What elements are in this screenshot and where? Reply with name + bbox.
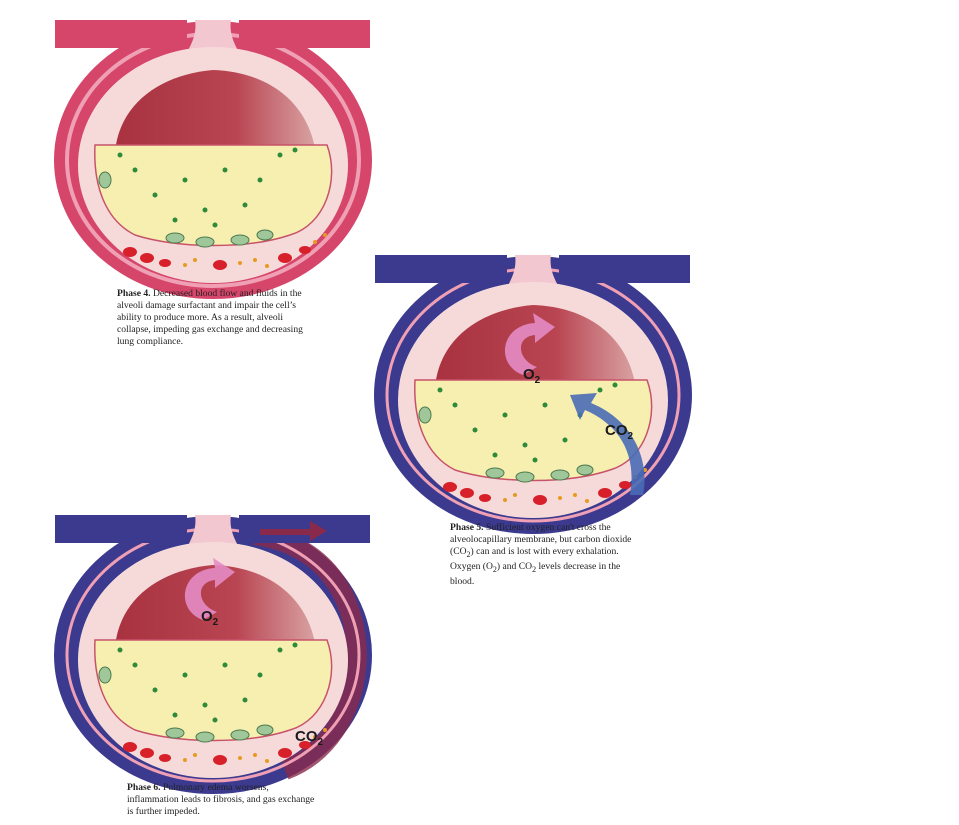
co2-arrow bbox=[570, 393, 645, 495]
phase-5-illustration: O2 CO2 bbox=[374, 255, 692, 534]
phase-4-title: Phase 4. bbox=[117, 288, 151, 299]
co2-label: CO2 bbox=[295, 728, 324, 748]
phase-5-text: Sufficient oxygen can't cross the alveol… bbox=[450, 522, 632, 587]
phase-6-title: Phase 6. bbox=[127, 782, 161, 793]
phase-6-text: Pulmonary edema worsens, inflammation le… bbox=[127, 782, 315, 817]
co2-label: CO2 bbox=[605, 422, 634, 442]
o2-arrow bbox=[504, 313, 555, 375]
phase-5-caption: Phase 5. Sufficient oxygen can't cross t… bbox=[450, 522, 640, 588]
phase-6-illustration: O2 CO2 bbox=[54, 515, 372, 794]
o2-arrow bbox=[184, 558, 235, 620]
o2-label: O2 bbox=[201, 608, 219, 628]
o2-label: O2 bbox=[523, 366, 541, 386]
phase-4-illustration bbox=[54, 20, 372, 299]
phase-6-caption: Phase 6. Pulmonary edema worsens, inflam… bbox=[127, 782, 317, 818]
phase-4-text: Decreased blood flow and fluids in the a… bbox=[117, 288, 303, 347]
phase-5-title: Phase 5. bbox=[450, 522, 484, 533]
phase-4-caption: Phase 4. Decreased blood flow and fluids… bbox=[117, 288, 307, 348]
